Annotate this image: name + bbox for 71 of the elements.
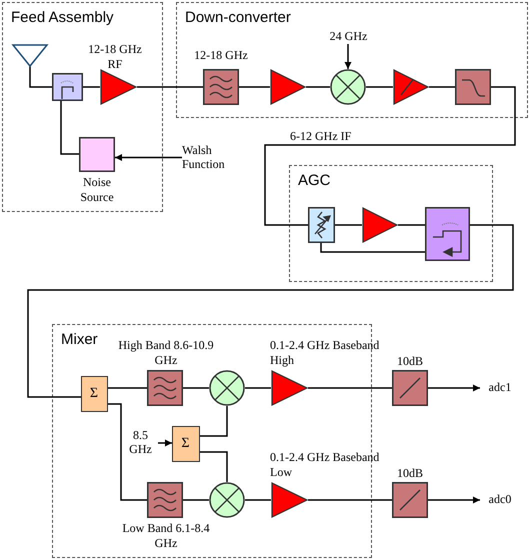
signal-line [306,86,330,88]
mixer-symbol [208,482,244,518]
signal-line [29,66,52,88]
group-title: Mixer [61,331,98,348]
dashed-group-box [2,2,163,212]
signal-line [108,387,147,389]
dashed-group-box [176,2,528,118]
signal-line [398,224,425,226]
bandpass-filter-symbol [146,370,182,406]
detector-symbol [424,206,470,260]
arrow [344,44,352,69]
low-pass-filter-symbol [454,68,490,104]
signal-line [108,403,147,501]
amplifier-symbol [270,68,306,104]
summer-block: Σ [172,426,200,462]
antenna-symbol [12,44,48,66]
noise-source-box [78,136,114,172]
signal-label: adc1 [480,380,520,396]
signal-line [245,499,271,501]
signal-line [27,224,514,398]
component-label: Noise Source [79,175,115,205]
signal-label: 24 GHz [326,28,372,44]
signal-line [320,243,425,253]
component-label: 0.1-2.4 GHz Baseband High [270,338,380,368]
group-title: Feed Assembly [11,9,114,26]
signal-line [200,406,228,437]
mixer-symbol [330,68,366,104]
signal-line [308,387,392,389]
signal-line [308,499,392,501]
amplifier-symbol [270,482,308,518]
component-label: 12-18 GHz [193,48,249,63]
amplifier-symbol [270,370,308,406]
variable-attenuator-symbol [308,206,334,242]
signal-line [429,86,455,88]
bandpass-filter-symbol [146,482,182,518]
component-label: 0.1-2.4 GHz Baseband Low [270,450,380,480]
signal-label: 8.5 GHz [124,428,158,458]
signal-line [239,86,270,88]
signal-line [200,451,228,482]
component-label: 10dB [396,354,424,369]
signal-line [183,387,209,389]
component-label: 12-18 GHz RF [87,42,143,72]
signal-label: adc0 [480,492,520,508]
arrow [158,440,172,446]
signal-line [83,86,100,88]
group-title: Down-converter [185,9,291,26]
signal-line [264,86,516,226]
component-label: Low Band 6.1-8.4 GHz [121,521,211,551]
coupler-symbol [52,72,82,100]
signal-line [137,86,203,88]
dashed-group-box [289,165,493,282]
attenuator-symbol [392,482,428,518]
component-label: 10dB [396,466,424,481]
bandpass-filter-symbol [202,68,238,104]
signal-line [60,101,79,155]
component-label: High Band 8.6-10.9 GHz [117,338,215,368]
signal-line [366,86,393,88]
mixer-symbol [208,370,244,406]
signal-line [335,224,362,226]
amplifier-symbol [100,68,136,104]
amplifier-symbol [362,206,398,242]
signal-line [245,387,271,389]
group-title: AGC [298,172,331,189]
attenuator-symbol [392,370,428,406]
signal-label: Walsh Function [182,143,240,173]
arrow [428,384,480,392]
amplifier-symbol [392,68,428,104]
arrow [428,496,480,504]
summer-block: Σ [80,376,108,412]
signal-line [183,499,209,501]
arrow [115,154,182,161]
